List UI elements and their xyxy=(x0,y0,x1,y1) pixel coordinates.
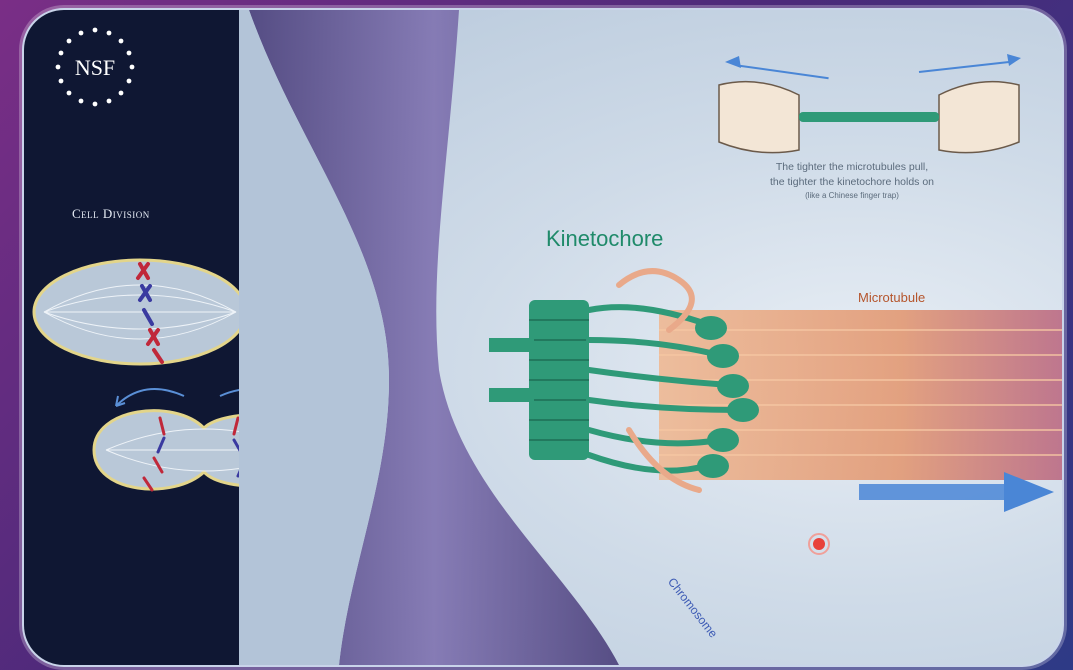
microtubule-label: Microtubule xyxy=(858,290,925,305)
pointer-dot xyxy=(813,538,825,550)
finger-trap-illustration xyxy=(719,54,1021,153)
finger-trap xyxy=(799,112,939,122)
caption-line-1: The tighter the microtubules pull, xyxy=(732,160,972,175)
slide-frame: NSF Cell Division xyxy=(22,8,1064,667)
nsf-logo: NSF xyxy=(52,24,138,110)
kinetochore-label: Kinetochore xyxy=(546,226,663,252)
cell-division-diagram xyxy=(24,238,239,538)
separation-arrows xyxy=(116,389,239,406)
left-panel: NSF Cell Division xyxy=(24,10,239,665)
caption-line-2: the tighter the kinetochore holds on xyxy=(732,175,972,190)
caption-line-3: (like a Chinese finger trap) xyxy=(732,190,972,201)
main-illustration xyxy=(239,10,1062,665)
left-hand xyxy=(719,82,799,153)
logo-text: NSF xyxy=(75,55,115,80)
kinetochore-illustration xyxy=(239,10,1062,665)
right-hand xyxy=(939,82,1019,153)
panel-title: Cell Division xyxy=(72,206,150,222)
finger-trap-caption: The tighter the microtubules pull, the t… xyxy=(732,160,972,201)
